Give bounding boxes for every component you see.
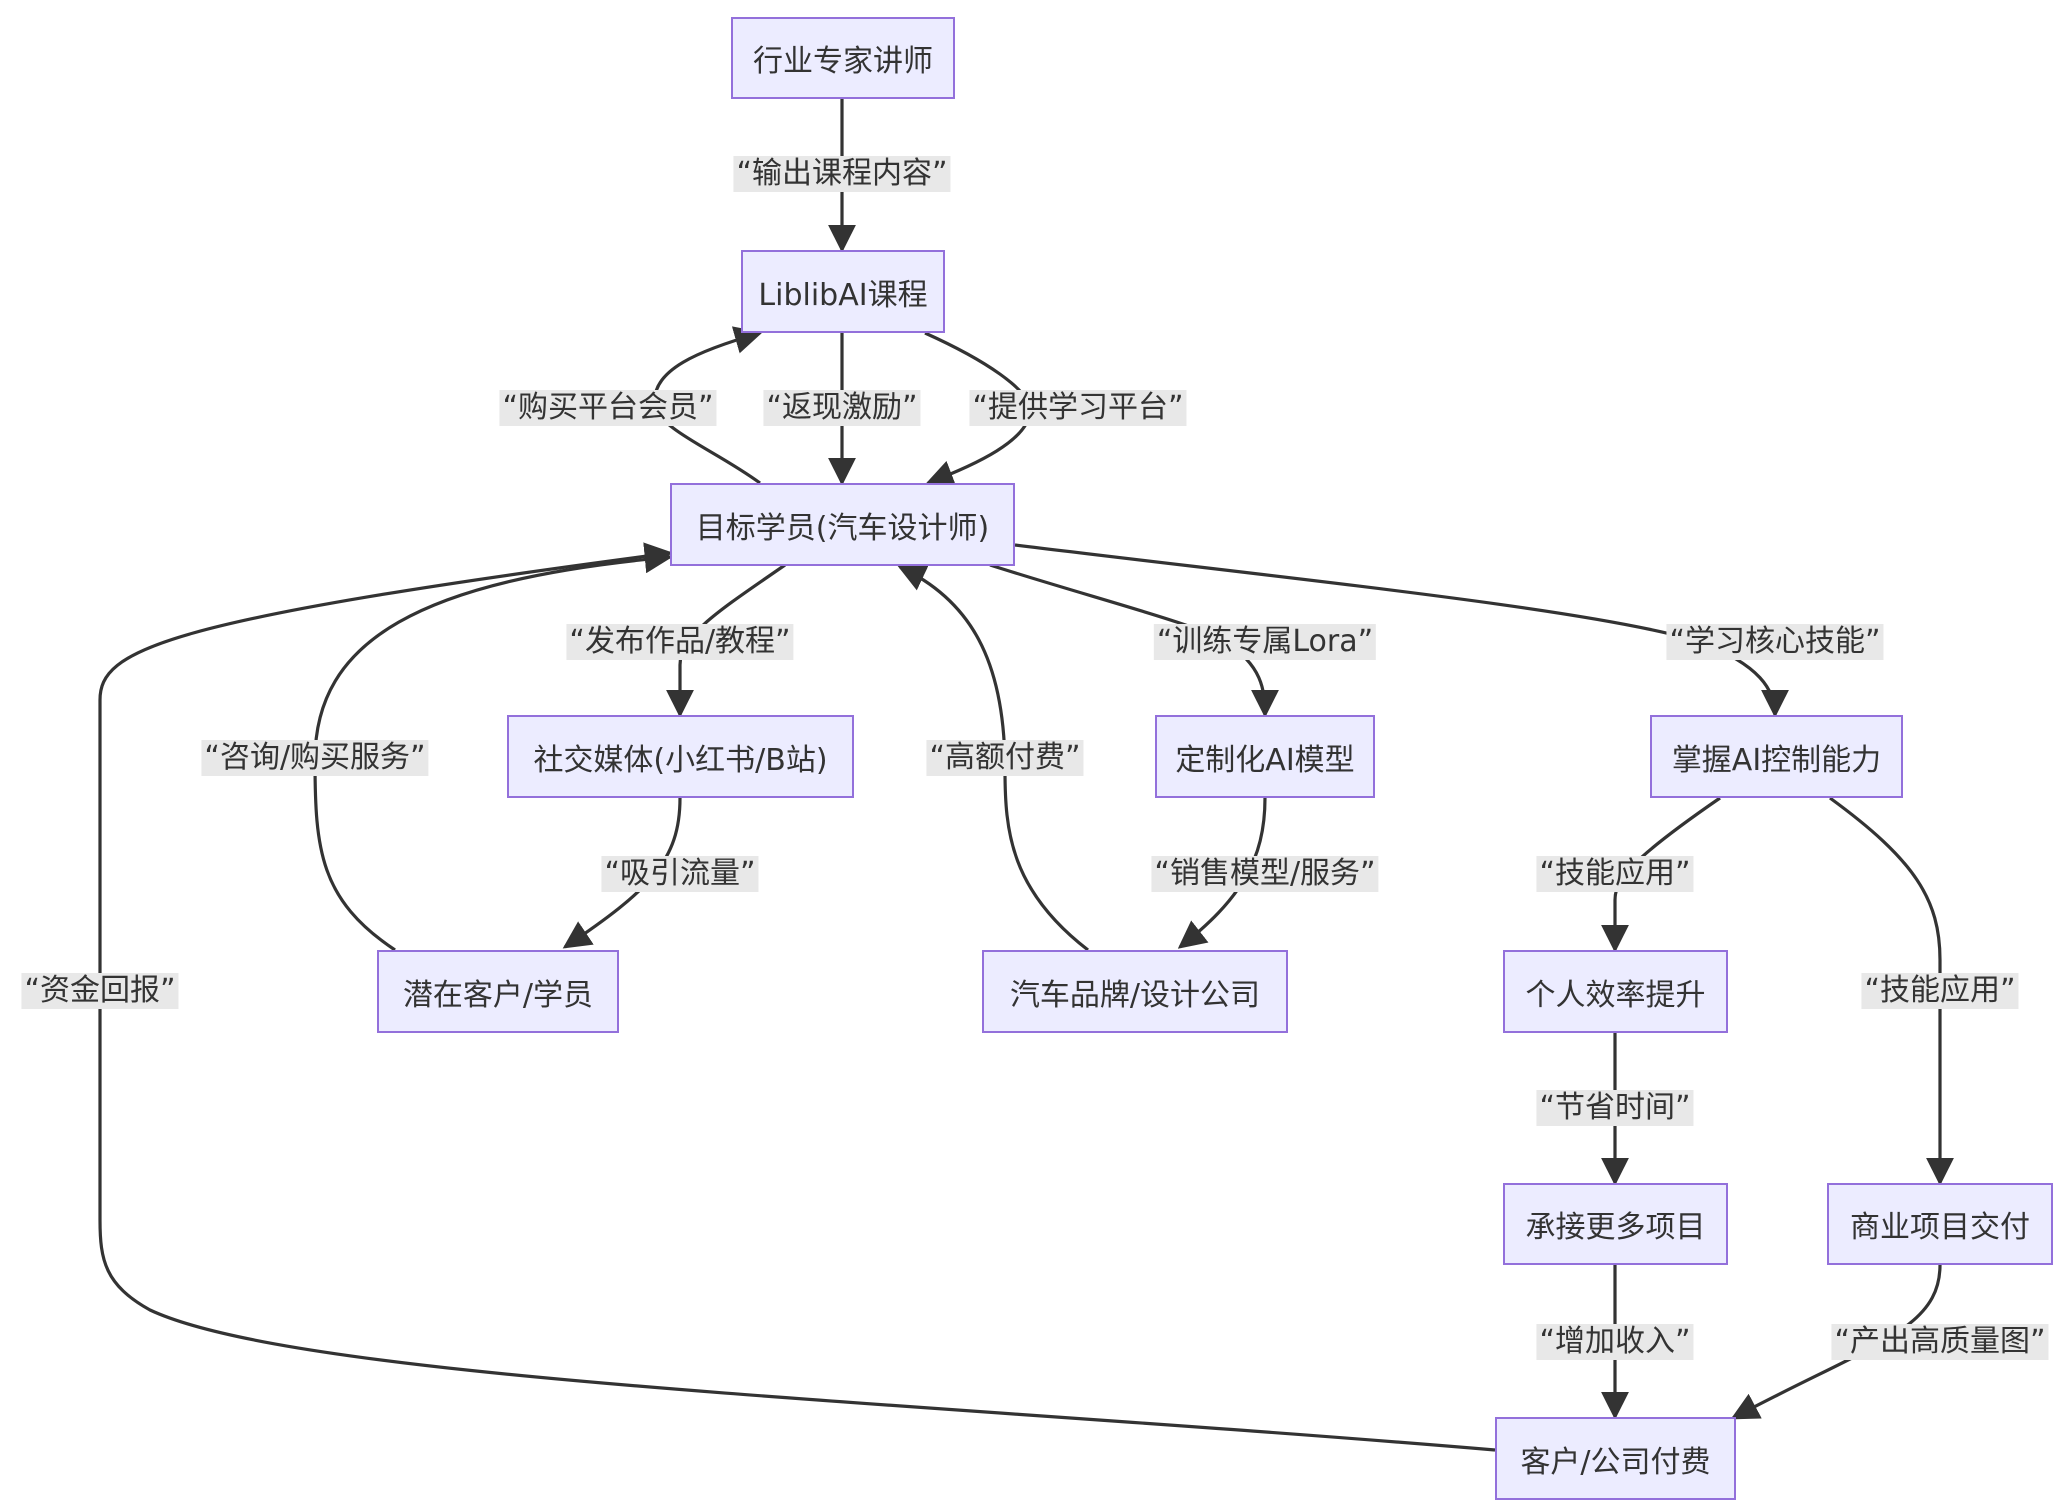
node-brand: 汽车品牌/设计公司 [982, 950, 1288, 1033]
edge-prospect-to-student [313, 545, 673, 952]
label-apply-skill-1: “技能应用” [1536, 856, 1694, 892]
label-cashback: “返现激励” [763, 390, 921, 426]
node-student: 目标学员(汽车设计师) [670, 483, 1015, 566]
node-course: LiblibAI课程 [741, 250, 945, 333]
label-attract-traffic: “吸引流量” [601, 856, 759, 892]
edge-skill-to-delivery [1829, 796, 1954, 1186]
label-output-course: “输出课程内容” [733, 156, 951, 192]
node-expert: 行业专家讲师 [731, 17, 955, 99]
label-save-time: “节省时间” [1536, 1090, 1694, 1126]
label-fund-return: “资金回报” [21, 973, 179, 1009]
label-apply-skill-2: “技能应用” [1861, 973, 2019, 1009]
label-high-quality: “产出高质量图” [1831, 1324, 2049, 1360]
edge-student-to-skill [1014, 543, 1789, 718]
edge-payment-to-student [98, 542, 1496, 1452]
label-train-lora: “训练专属Lora” [1153, 624, 1377, 660]
node-payment: 客户/公司付费 [1495, 1417, 1736, 1500]
node-efficiency: 个人效率提升 [1503, 950, 1728, 1033]
node-social: 社交媒体(小红书/B站) [507, 715, 854, 798]
label-increase-income: “增加收入” [1536, 1324, 1694, 1360]
label-sell-model: “销售模型/服务” [1151, 856, 1379, 892]
label-learn-skills: “学习核心技能” [1666, 624, 1884, 660]
node-projects: 承接更多项目 [1503, 1183, 1728, 1265]
node-delivery: 商业项目交付 [1827, 1183, 2053, 1265]
node-model: 定制化AI模型 [1155, 715, 1375, 798]
label-consult-buy: “咨询/购买服务” [201, 740, 429, 776]
label-provide-platform: “提供学习平台” [969, 390, 1187, 426]
label-publish-works: “发布作品/教程” [566, 624, 794, 660]
label-buy-membership: “购买平台会员” [499, 390, 717, 426]
node-skill: 掌握AI控制能力 [1650, 715, 1903, 798]
label-high-fee: “高额付费” [926, 740, 1084, 776]
node-prospect: 潜在客户/学员 [377, 950, 619, 1033]
